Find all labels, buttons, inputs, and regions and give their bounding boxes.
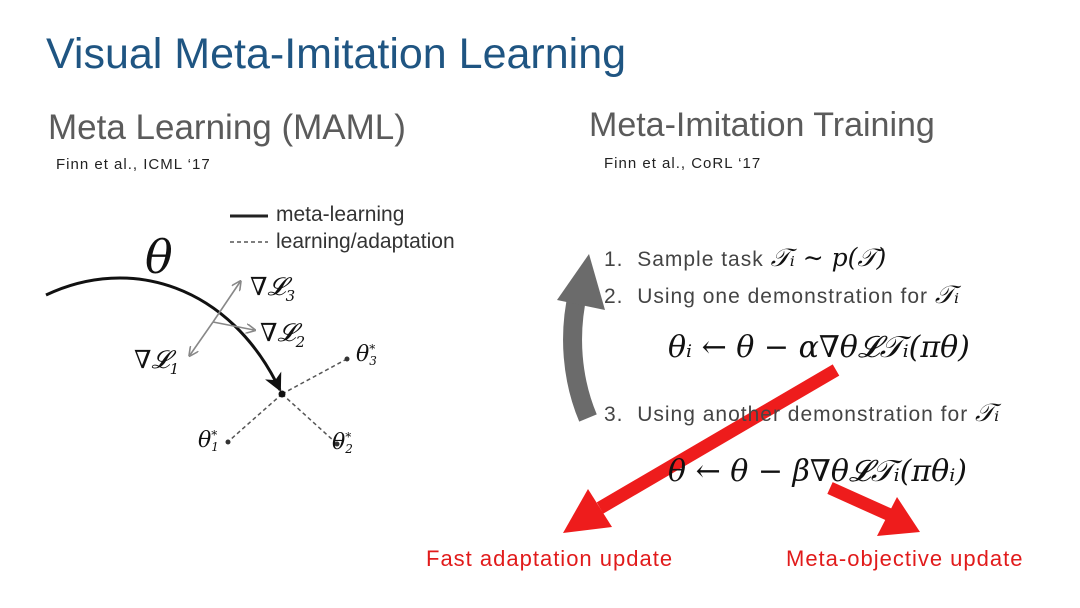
grad1-arrow bbox=[190, 321, 214, 355]
legend-learning-adaptation: learning/adaptation bbox=[276, 230, 455, 253]
slide-title: Visual Meta-Imitation Learning bbox=[46, 30, 627, 78]
step-3-math: 𝒯ᵢ bbox=[975, 398, 1000, 427]
step-3: 3. Using another demonstration for 𝒯ᵢ bbox=[604, 398, 1000, 427]
opt3-point bbox=[344, 356, 350, 362]
gray-arrowhead bbox=[557, 254, 605, 310]
step-1-math: 𝒯ᵢ ∼ p(𝒯) bbox=[770, 243, 887, 272]
meta-imitation-citation: Finn et al., CoRL ‘17 bbox=[604, 155, 762, 172]
meta-objective-label: Meta-objective update bbox=[786, 546, 1024, 571]
opt2-label: θ*2 bbox=[332, 430, 353, 456]
maml-heading: Meta Learning (MAML) bbox=[48, 108, 406, 147]
meta-update-arrowhead bbox=[877, 497, 920, 536]
meta-imitation-heading: Meta-Imitation Training bbox=[589, 106, 935, 144]
step-2: 2. Using one demonstration for 𝒯ᵢ bbox=[604, 280, 960, 309]
step-2-math: 𝒯ᵢ bbox=[934, 280, 960, 309]
step-1: 1. Sample task 𝒯ᵢ ∼ p(𝒯) bbox=[604, 243, 887, 272]
fast-adaptation-label: Fast adaptation update bbox=[426, 546, 674, 571]
maml-citation: Finn et al., ICML ‘17 bbox=[56, 156, 211, 173]
opt1-point bbox=[225, 439, 231, 445]
adapt-line-1 bbox=[229, 393, 283, 441]
opt3-label: θ*3 bbox=[356, 342, 377, 368]
meta-learning-path bbox=[45, 276, 282, 392]
inner-update-equation: θᵢ ← θ − α∇θ𝓛𝒯ᵢ(πθ) bbox=[668, 330, 970, 365]
legend-meta-learning: meta-learning bbox=[276, 203, 405, 226]
gray-curved-arrow bbox=[563, 289, 597, 422]
meta-update-arrow bbox=[827, 482, 893, 521]
grad3-label: ∇𝓛3 bbox=[250, 272, 296, 305]
adapt-line-3 bbox=[281, 359, 346, 395]
fast-update-arrow bbox=[596, 364, 840, 514]
grad1-label: ∇𝓛1 bbox=[134, 345, 180, 378]
opt1-label: θ*1 bbox=[198, 428, 219, 454]
grad3-arrow bbox=[212, 282, 240, 323]
fast-update-arrowhead bbox=[563, 489, 612, 533]
theta-point bbox=[278, 390, 286, 398]
grad2-arrow bbox=[212, 321, 254, 330]
adapt-line-2 bbox=[281, 393, 336, 443]
outer-update-equation: θ ← θ − β∇θ𝓛𝒯ᵢ(πθᵢ) bbox=[668, 454, 967, 489]
opt2-point bbox=[334, 441, 340, 447]
theta-label: θ bbox=[145, 230, 173, 284]
grad2-label: ∇𝓛2 bbox=[260, 318, 306, 351]
